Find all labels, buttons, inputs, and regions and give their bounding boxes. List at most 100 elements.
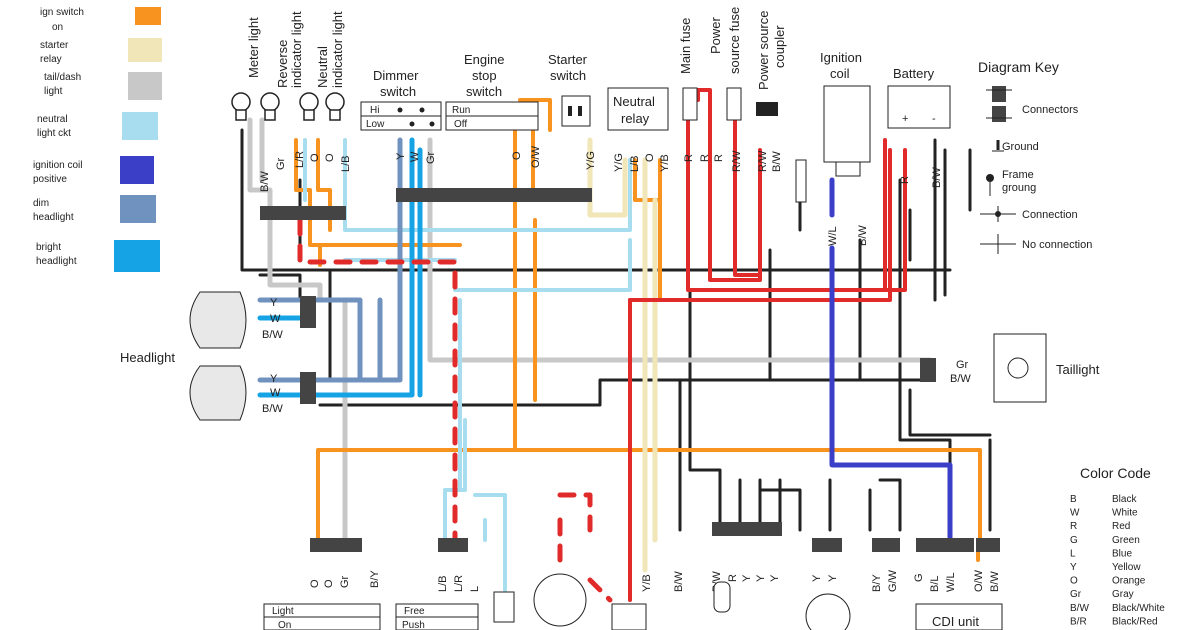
legend-5-line1: ignition coil (33, 160, 82, 171)
wl-b6-0: B/Y (871, 574, 883, 592)
coupler-label-1: Power source (756, 11, 771, 90)
wl-pf-r: R (713, 154, 725, 162)
starter-solenoid (493, 591, 515, 623)
red-wires (628, 88, 907, 602)
ign-coil-label-2: coil (830, 66, 850, 81)
wl-b3-1: B/W (673, 571, 685, 592)
wl-b7-1: B/L (929, 575, 941, 592)
legend-swatch-bright (114, 240, 160, 272)
color-code-abbr: Y (1070, 562, 1077, 573)
wl-coil-wl: W/L (827, 226, 839, 246)
color-code-name: Yellow (1112, 562, 1141, 573)
neutral-ind-label-2: indicator light (330, 11, 345, 88)
key-ground: Ground (1002, 141, 1039, 153)
cdi-unit-label: CDI unit (932, 614, 979, 629)
wire-labels-top: B/W Gr L/R O O L/B Y W Gr O O/W Y/G Y/G … (259, 145, 943, 246)
black-wires (240, 128, 992, 532)
reverse-label-1: Reverse (275, 40, 290, 88)
key-frame-ground-1: Frame (1002, 169, 1034, 181)
engine-stop-label-1: Engine (464, 52, 504, 67)
battery-label: Battery (893, 66, 935, 81)
main-fuse-box (682, 87, 698, 121)
power-fuse-box (726, 87, 742, 121)
top-components: Meter light Reverse indicator light Neut… (231, 7, 951, 203)
headlight-label: Headlight (120, 350, 175, 365)
dimmer-hi: Hi (370, 105, 379, 116)
wl-b8-1: B/W (989, 571, 1001, 592)
legend-3-line2: light (44, 86, 63, 97)
starter-label-2: switch (550, 68, 586, 83)
engine-stop-label-2: stop (472, 68, 497, 83)
neutral-relay-label-2: relay (621, 111, 650, 126)
wl-hl-bw: B/W (262, 403, 283, 415)
wl-dim-gr: Gr (425, 151, 437, 164)
wl-mf-r2: R (699, 154, 711, 162)
wl-b1-0: O (309, 579, 321, 588)
legend-2-line1: starter (40, 40, 69, 51)
color-code-abbr: B (1070, 494, 1077, 505)
red-dashed-wires (297, 217, 613, 603)
wl-nr-lb: L/B (629, 155, 641, 172)
wl-mf-r1: R (683, 154, 695, 162)
wl-tl-gr: Gr (956, 359, 969, 371)
color-code-abbr: O (1070, 576, 1078, 587)
color-code-name: White (1112, 508, 1138, 519)
battery-box (887, 85, 951, 129)
wl-pf-rw: R/W (731, 150, 743, 172)
lightblue-wires (303, 138, 632, 592)
color-code-name: Orange (1112, 576, 1146, 587)
color-code-name: Black/White (1112, 603, 1165, 614)
starter-switch-box (561, 95, 591, 127)
legend-1-line2: on (52, 22, 63, 33)
neutral-light-bulb-1 (299, 92, 319, 121)
battery-plus: + (902, 113, 908, 125)
color-code-abbr: G (1070, 535, 1078, 546)
wl-hu-w: W (270, 313, 281, 325)
pickup-coil (805, 593, 851, 630)
wl-b1-3: B/Y (369, 570, 381, 588)
neutral-relay-label-1: Neutral (613, 94, 655, 109)
color-code-name: Black/Red (1112, 616, 1158, 627)
dimmer-label-2: switch (380, 84, 416, 99)
wl-b1-2: Gr (339, 575, 351, 588)
reverse-light-bulb (260, 92, 280, 121)
legend-1-line1: ign switch (40, 7, 84, 18)
color-code-name: Red (1112, 521, 1130, 532)
wire-labels-bottom: O O Gr B/Y L/B L/R L Y/B B/W B/W R Y Y Y… (309, 569, 1001, 592)
wl-ind-lr: L/R (294, 151, 306, 168)
color-code-title: Color Code (1080, 465, 1151, 481)
spark-plug (795, 159, 807, 203)
neutral-relay-box (607, 87, 669, 131)
engine-stop-label-3: switch (466, 84, 502, 99)
wl-bat-bw: B/W (931, 167, 943, 188)
battery-minus: - (932, 113, 936, 125)
push-label: Push (402, 620, 425, 630)
ignition-coil-box (823, 85, 871, 163)
key-connection: Connection (1022, 209, 1078, 221)
wl-dim-y: Y (395, 152, 407, 160)
darkblue-wires (829, 177, 953, 548)
key-frame-ground-2: groung (1002, 182, 1036, 194)
wl-coil-bw: B/W (857, 225, 869, 246)
color-code-abbr: W (1070, 508, 1080, 519)
bottom-components: Light On Free Push CDI unit (263, 573, 1003, 630)
legend-swatch-neutral (122, 112, 158, 140)
legend-swatch-starter-relay (128, 38, 162, 62)
headlight-lower (189, 365, 247, 421)
headlight-upper (189, 291, 247, 349)
legend-6-line1: dim (33, 198, 49, 209)
wl-nr-yb: Y/B (659, 154, 671, 172)
color-code-name: Green (1112, 535, 1140, 546)
wl-ind-o1: O (309, 153, 321, 162)
color-code-name: Blue (1112, 548, 1132, 559)
wl-b7-2: W/L (945, 572, 957, 592)
wl-ind-o2: O (324, 153, 336, 162)
cdi-unit-box (915, 603, 1003, 630)
wl-es-ow: O/W (530, 145, 542, 168)
ign-coil-label-1: Ignition (820, 50, 862, 65)
engine-off: Off (454, 119, 467, 130)
wl-b3-0: Y/B (641, 574, 653, 592)
legend-4-line2: light ckt (37, 128, 71, 139)
legend-swatch-dim (120, 195, 156, 223)
